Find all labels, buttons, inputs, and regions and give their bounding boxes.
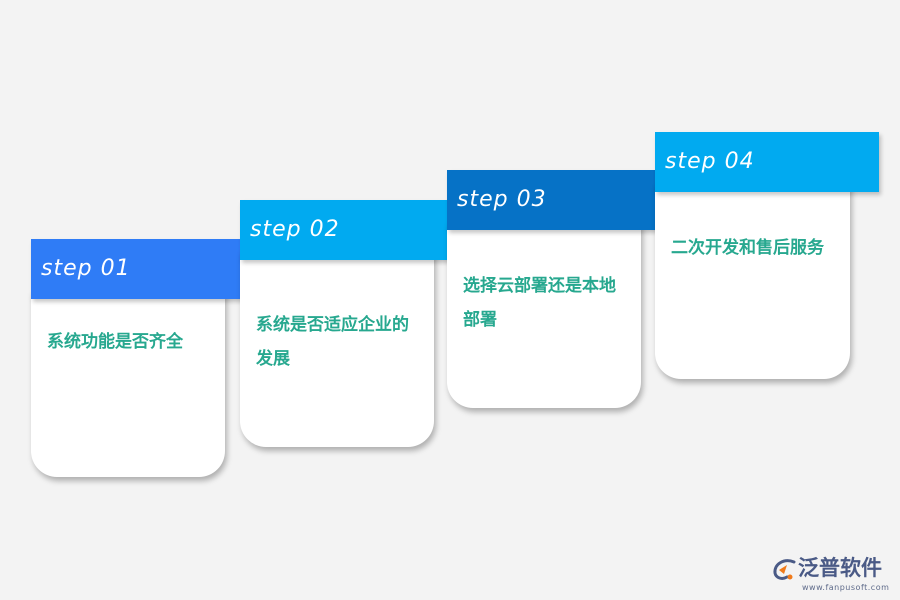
step-card-1: 系统功能是否齐全 xyxy=(31,290,225,477)
step-card-3: 选择云部署还是本地部署 xyxy=(447,222,641,408)
step-4-label: step 04 xyxy=(665,149,755,174)
step-3-text: 选择云部署还是本地部署 xyxy=(463,276,616,330)
step-3-label: step 03 xyxy=(457,187,547,212)
step-banner-1: step 01 xyxy=(31,239,255,299)
fanpu-logo-icon xyxy=(773,559,796,580)
brand-logo: 泛普软件 www.fanpusoft.com xyxy=(770,552,894,598)
brand-name: 泛普软件 xyxy=(798,556,882,580)
step-2-text: 系统是否适应企业的发展 xyxy=(256,315,409,369)
brand-url: www.fanpusoft.com xyxy=(802,583,890,592)
step-1-label: step 01 xyxy=(41,256,131,281)
step-2-label: step 02 xyxy=(250,217,340,242)
step-banner-2: step 02 xyxy=(240,200,463,260)
step-1-text: 系统功能是否齐全 xyxy=(47,332,183,352)
step-banner-4: step 04 xyxy=(655,132,879,192)
step-4-text: 二次开发和售后服务 xyxy=(671,238,824,258)
step-banner-3: step 03 xyxy=(447,170,670,230)
step-card-4: 二次开发和售后服务 xyxy=(655,183,850,379)
step-card-2: 系统是否适应企业的发展 xyxy=(240,250,434,447)
